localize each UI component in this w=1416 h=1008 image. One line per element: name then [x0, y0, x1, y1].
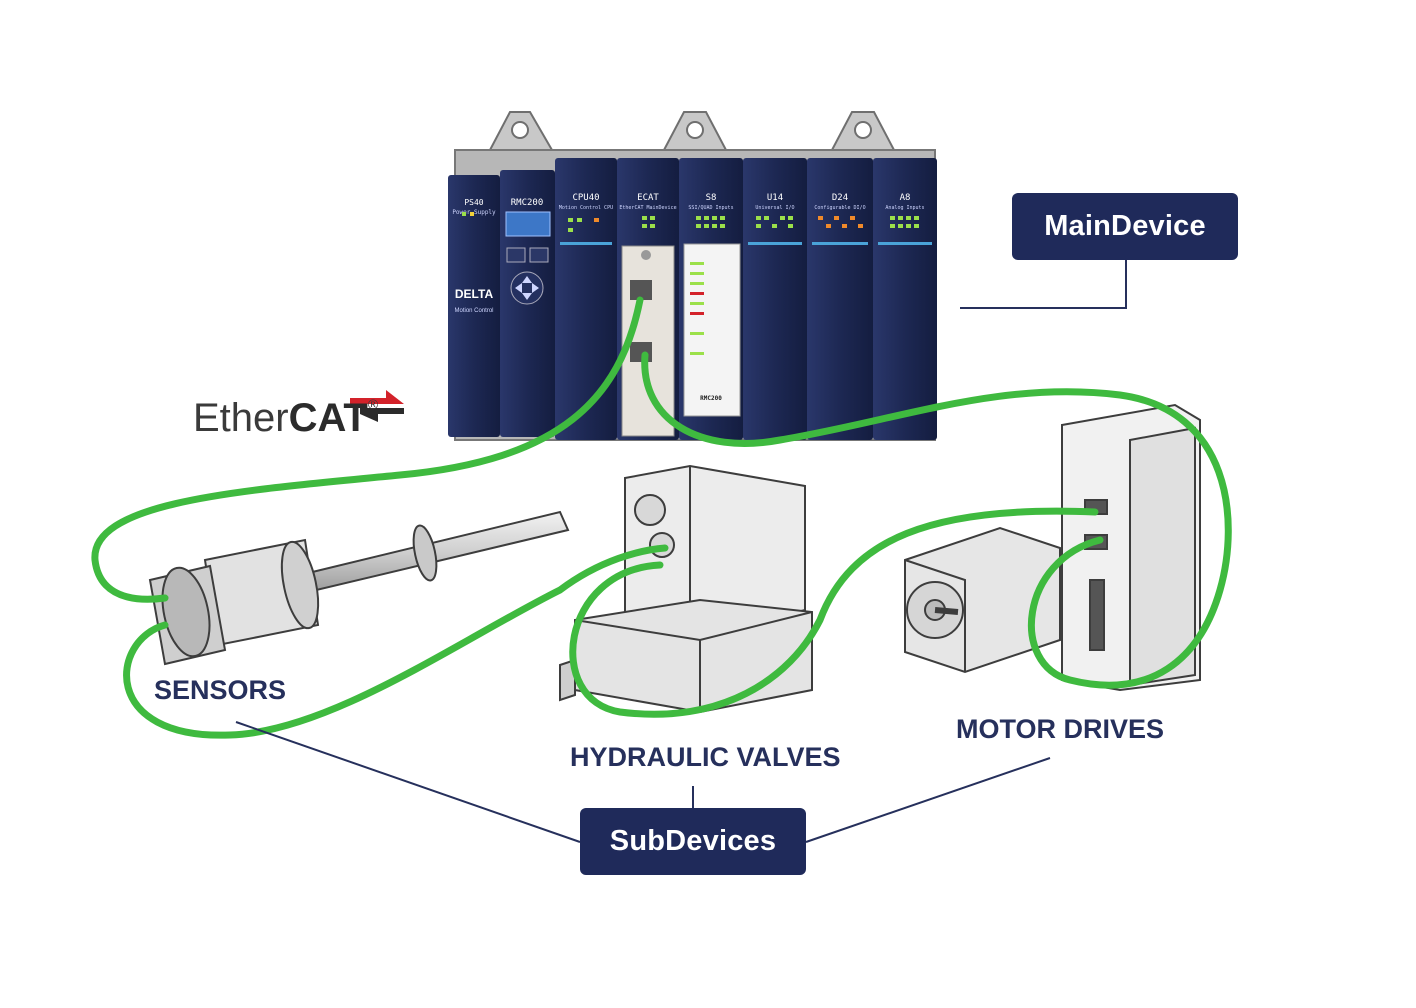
led-legend-card [683, 243, 741, 417]
servo-motor [904, 526, 1061, 674]
enter-key [529, 247, 549, 263]
hydraulic-valve [559, 464, 813, 714]
module-name: RMC200 [511, 198, 544, 208]
menu-key [506, 247, 526, 263]
module-desc: EtherCAT MainDevice [619, 205, 676, 211]
subdevices-label: SubDevices [609, 825, 777, 857]
registered-mark: ® [367, 396, 379, 412]
module-desc: Power Supply [452, 209, 496, 216]
drives-connector [805, 757, 1051, 843]
module-desc: SSI/QUAD Inputs [688, 205, 733, 211]
sensors-label: SENSORS [154, 675, 287, 705]
module-name: D24 [832, 193, 848, 203]
module-ecat: ECAT EtherCAT MainDevice [617, 158, 679, 440]
maindevice-connector [960, 260, 1127, 309]
sensor-transducer [148, 510, 570, 666]
module-d24: D24 Configurable DI/O [807, 158, 873, 440]
module-name: S8 [706, 193, 717, 203]
module-name: CPU40 [572, 193, 599, 203]
ethercat-logo-arrows [350, 390, 404, 422]
module-name: U14 [767, 193, 783, 203]
logo-prefix: Ether [193, 396, 289, 440]
mounting-tabs [488, 111, 896, 151]
module-desc: Analog Inputs [885, 205, 924, 211]
brand-subtitle: Motion Control [454, 308, 493, 314]
module-cpu40: CPU40 Motion Control CPU [555, 158, 617, 440]
module-a8: A8 Analog Inputs [873, 158, 937, 440]
brand-label: DELTA [455, 287, 494, 301]
maindevice-label: MainDevice [1044, 210, 1206, 242]
display-screen [505, 211, 551, 237]
module-name: ECAT [637, 193, 659, 203]
connector-lines [235, 260, 1127, 843]
module-name: PS40 [464, 198, 483, 207]
module-s8: S8 SSI/QUAD Inputs RMC200 [679, 158, 743, 440]
module-rmc200: RMC200 [500, 170, 555, 437]
module-desc: Motion Control CPU [559, 205, 613, 211]
ethercat-cable [91, 296, 1232, 739]
hydraulic-valves-label: HYDRAULIC VALVES [570, 742, 841, 772]
ethercat-logo: EtherCAT® [193, 396, 378, 441]
card-label: RMC200 [700, 395, 722, 402]
module-u14: U14 Universal I/O [743, 158, 807, 440]
nav-pad [510, 271, 544, 305]
module-ps40: PS40 Power Supply DELTA Motion Control [448, 175, 500, 437]
screw [641, 250, 651, 260]
ethercat-port-1 [630, 280, 652, 300]
servo-drive [1061, 403, 1201, 692]
ethercat-port-2 [630, 342, 652, 362]
plc-controller: PS40 Power Supply DELTA Motion Control R… [448, 111, 937, 441]
sensors-connector [235, 721, 581, 843]
subdevices-box: SubDevices [580, 808, 806, 875]
motor-drives-label: MOTOR DRIVES [956, 714, 1165, 744]
module-name: A8 [900, 193, 911, 203]
logo-bold: CAT [288, 396, 368, 440]
maindevice-box: MainDevice [1012, 193, 1238, 260]
module-desc: Configurable DI/O [814, 205, 865, 211]
module-desc: Universal I/O [755, 205, 794, 211]
